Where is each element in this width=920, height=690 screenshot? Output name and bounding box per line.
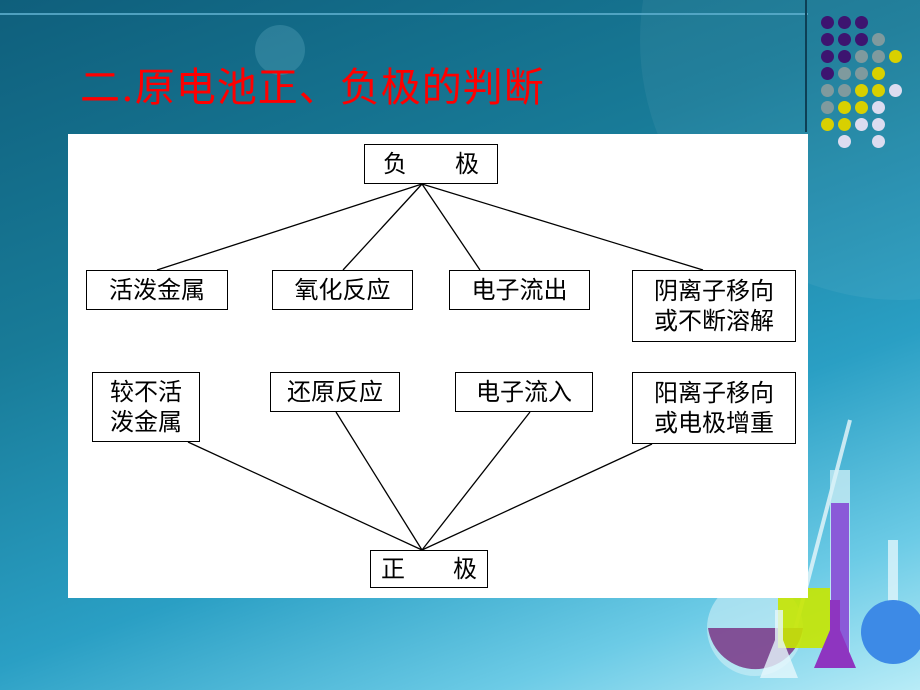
positive-criterion-less-active-metal: 较不活 泼金属 xyxy=(92,372,200,442)
dot-icon xyxy=(838,33,851,46)
dot-icon xyxy=(821,118,834,131)
dot-icon xyxy=(821,67,834,80)
dot-icon xyxy=(855,50,868,63)
dot-icon xyxy=(872,50,885,63)
dot-icon xyxy=(872,84,885,97)
dot-icon xyxy=(821,84,834,97)
dot-icon xyxy=(838,84,851,97)
dot-icon xyxy=(872,135,885,148)
dot-icon xyxy=(821,101,834,114)
vertical-rule xyxy=(805,0,807,132)
negative-criterion-active-metal: 活泼金属 xyxy=(86,270,228,310)
background-glow xyxy=(255,25,305,75)
dot-icon xyxy=(855,118,868,131)
lab-glassware-illustration xyxy=(680,400,920,690)
negative-criterion-electron-out: 电子流出 xyxy=(449,270,590,310)
dot-icon xyxy=(889,84,902,97)
dot-icon xyxy=(855,16,868,29)
dot-icon xyxy=(838,135,851,148)
dot-icon xyxy=(838,118,851,131)
glassware-icon xyxy=(707,419,920,678)
dot-icon xyxy=(855,84,868,97)
connector-lines xyxy=(156,183,704,551)
dot-icon xyxy=(838,50,851,63)
decorative-dot-grid xyxy=(820,12,920,152)
diagram-panel: 负 极 活泼金属 氧化反应 电子流出 阴离子移向 或不断溶解 较不活 泼金属 还… xyxy=(68,134,808,598)
dot-icon xyxy=(855,33,868,46)
dot-icon xyxy=(872,67,885,80)
dot-icon xyxy=(838,101,851,114)
dot-icon xyxy=(872,101,885,114)
negative-electrode-node: 负 极 xyxy=(364,144,498,184)
negative-criterion-oxidation: 氧化反应 xyxy=(272,270,413,310)
dot-icon xyxy=(855,101,868,114)
dot-icon xyxy=(821,33,834,46)
positive-criterion-reduction: 还原反应 xyxy=(270,372,400,412)
dot-icon xyxy=(838,16,851,29)
slide-title: 二.原电池正、负极的判断 xyxy=(80,65,545,111)
dot-icon xyxy=(855,67,868,80)
dot-icon xyxy=(821,50,834,63)
dot-icon xyxy=(889,50,902,63)
positive-criterion-cation-gain: 阳离子移向 或电极增重 xyxy=(632,372,796,444)
header-rule xyxy=(0,13,808,15)
positive-electrode-node: 正 极 xyxy=(370,550,488,588)
dot-icon xyxy=(821,16,834,29)
dot-icon xyxy=(838,67,851,80)
negative-criterion-anion-dissolve: 阴离子移向 或不断溶解 xyxy=(632,270,796,342)
dot-icon xyxy=(872,33,885,46)
dot-icon xyxy=(872,118,885,131)
positive-criterion-electron-in: 电子流入 xyxy=(455,372,593,412)
